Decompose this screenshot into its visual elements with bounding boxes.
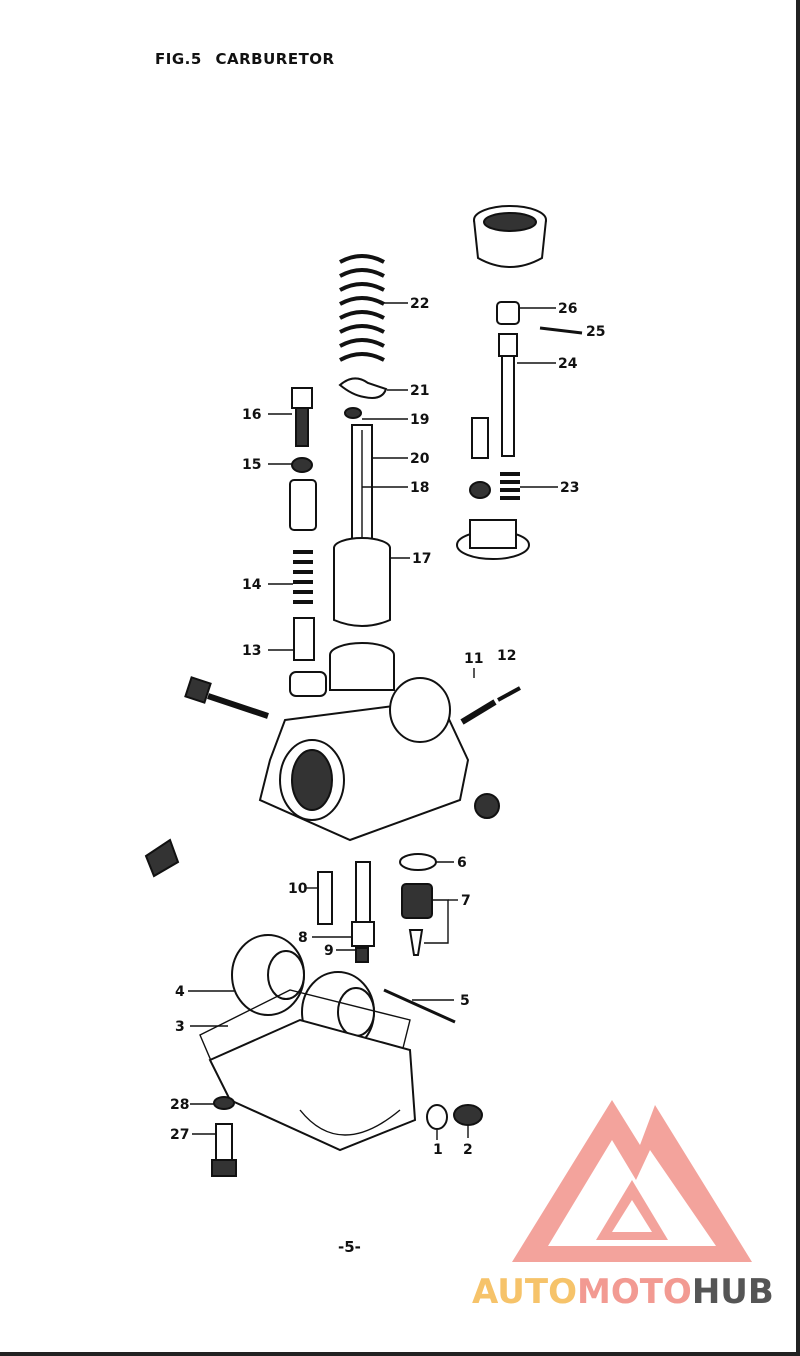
- float-pin-5-part: [383, 988, 456, 1024]
- tag-part: [144, 838, 180, 878]
- callout-1: 1: [433, 1142, 443, 1158]
- callout-14: 14: [242, 577, 262, 593]
- pilot-screw-11-12-part: [460, 686, 521, 725]
- callout-21: 21: [410, 383, 429, 399]
- callout-19: 19: [410, 412, 429, 428]
- callout-3: 3: [175, 1019, 185, 1035]
- callout-4: 4: [175, 984, 185, 1000]
- side-bolt-part: [184, 676, 269, 719]
- callout-8: 8: [298, 930, 308, 946]
- callout-24: 24: [558, 356, 578, 372]
- callout-12: 12: [497, 648, 516, 664]
- callout-2: 2: [463, 1142, 473, 1158]
- callout-16: 16: [242, 407, 261, 423]
- callout-6: 6: [457, 855, 467, 871]
- callout-11: 11: [464, 651, 483, 667]
- callout-26: 26: [558, 301, 577, 317]
- callout-17: 17: [412, 551, 431, 567]
- callout-labels: 22 21 19 20 18 17 16 15 14 13 26 25 24 2…: [170, 296, 605, 1158]
- callout-18: 18: [410, 480, 429, 496]
- watermark-text-auto: AUTO: [472, 1272, 577, 1312]
- body-plug-part: [474, 793, 500, 819]
- choke-plunger-stack-part: [456, 301, 583, 560]
- retainer-21-part: [338, 377, 388, 399]
- page-border-right: [796, 0, 800, 1356]
- throttle-valve-17-part: [333, 537, 391, 627]
- callout-7: 7: [461, 893, 471, 909]
- callout-20: 20: [410, 451, 430, 467]
- callout-13: 13: [242, 643, 261, 659]
- watermark-text-hub: HUB: [691, 1272, 774, 1312]
- watermark-text: AUTOMOTOHUB: [472, 1272, 774, 1312]
- pilot-screw-stack-part: [289, 387, 317, 661]
- spring-22-part: [339, 254, 385, 362]
- float-chamber-part: [199, 989, 417, 1152]
- drain-bolt-27-28-part: [211, 1096, 237, 1177]
- callout-22: 22: [410, 296, 429, 312]
- callout-27: 27: [170, 1127, 189, 1143]
- callout-25: 25: [586, 324, 605, 340]
- drain-plugs-1-2-part: [426, 1104, 483, 1130]
- watermark-logo-icon: [512, 1100, 752, 1262]
- callout-28: 28: [170, 1097, 189, 1113]
- jet-parts-part: [317, 853, 437, 963]
- callout-15: 15: [242, 457, 261, 473]
- callout-9: 9: [324, 943, 334, 959]
- leader-lines: [188, 302, 558, 1140]
- needle-assembly-part: [344, 407, 373, 546]
- top-cap-part: [473, 205, 547, 268]
- page-number: -5-: [338, 1238, 361, 1256]
- callout-5: 5: [460, 993, 470, 1009]
- carburetor-body-part: [258, 642, 470, 842]
- callout-23: 23: [560, 480, 579, 496]
- callout-10: 10: [288, 881, 308, 897]
- float-4-part: [231, 934, 375, 1053]
- page-border-bottom: [0, 1352, 800, 1356]
- watermark-text-moto: MOTO: [576, 1272, 692, 1312]
- figure-title: FIG.5 CARBURETOR: [155, 50, 335, 68]
